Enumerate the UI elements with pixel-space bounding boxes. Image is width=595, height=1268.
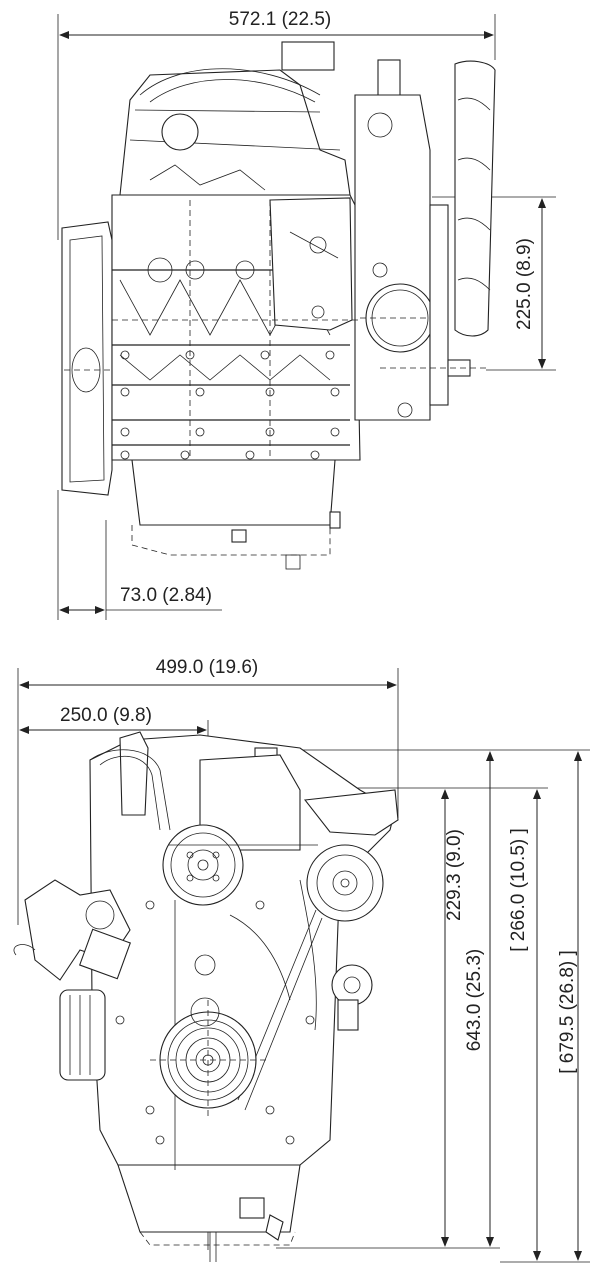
overall-width-dimension: 499.0 (19.6) [17, 657, 399, 925]
pulley-height-dimension: 225.0 (8.9) [432, 196, 556, 371]
front-view: 499.0 (19.6) 250.0 (9.8) 643.0 (25.3) [ … [13, 657, 590, 1263]
side-view: 572.1 (22.5) 225.0 (8.9) 73.0 (2.84) [57, 9, 556, 620]
overall-height-dimension: 643.0 (25.3) [276, 749, 500, 1249]
crank-center-height-label: 229.3 (9.0) [444, 829, 465, 921]
overall-height-alt-dimension: [ 679.5 (26.8) ] [500, 749, 590, 1263]
crank-center-height-alt-label: [ 266.0 (10.5) ] [508, 828, 529, 952]
overall-length-dimension: 572.1 (22.5) [57, 9, 496, 240]
overall-height-label: 643.0 (25.3) [464, 949, 485, 1051]
overall-length-label: 572.1 (22.5) [229, 9, 331, 30]
flywheel-offset-dimension: 73.0 (2.84) [57, 490, 222, 620]
flywheel-offset-label: 73.0 (2.84) [120, 585, 212, 606]
center-to-side-label: 250.0 (9.8) [60, 705, 152, 726]
engine-side-drawing [61, 41, 496, 570]
crank-center-height-alt-dimension: [ 266.0 (10.5) ] [508, 789, 541, 1261]
overall-height-alt-label: [ 679.5 (26.8) ] [557, 950, 578, 1074]
pulley-height-label: 225.0 (8.9) [514, 238, 535, 330]
engine-front-drawing [13, 731, 399, 1262]
overall-width-label: 499.0 (19.6) [156, 657, 258, 678]
